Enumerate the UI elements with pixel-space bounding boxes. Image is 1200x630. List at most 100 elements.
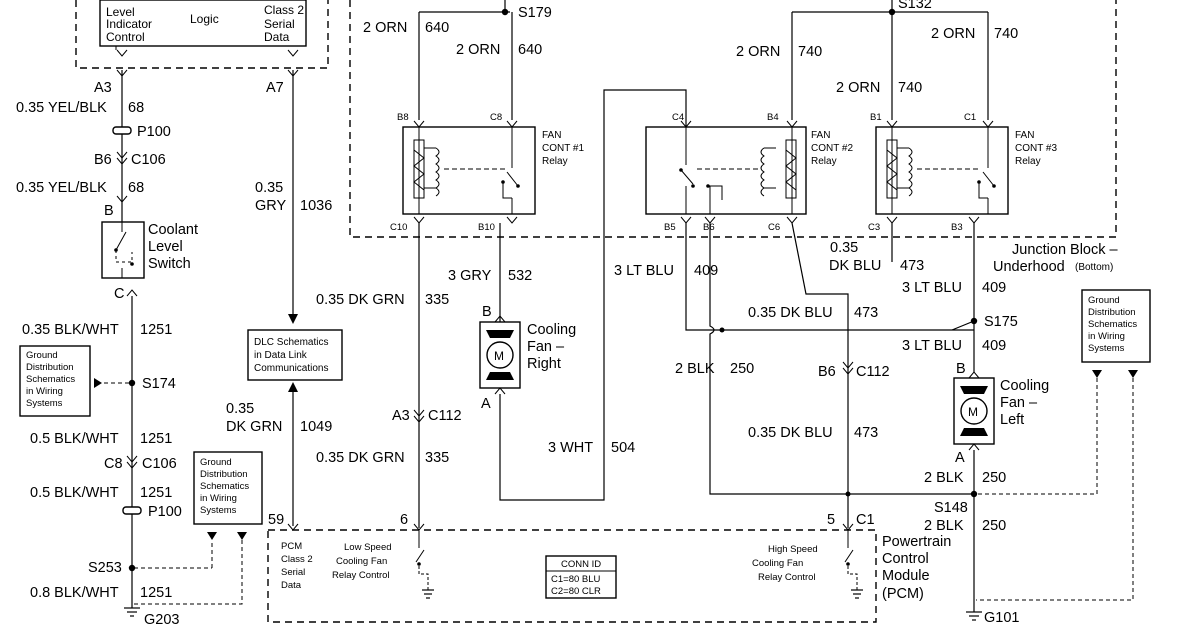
relay3-label-1: FAN [1015, 130, 1034, 141]
wire-740-b-label: 2 ORN [836, 80, 880, 96]
ecm-text-right-2: Serial [264, 17, 295, 31]
fan-left-pin-a: A [955, 450, 965, 466]
wire-740-a-label: 2 ORN [736, 44, 780, 60]
b6-label: B6 [94, 152, 112, 168]
c8-label: C8 [104, 456, 123, 472]
dlc-box-line-3: Communications [254, 363, 328, 374]
wire-250-a-circuit: 250 [730, 361, 754, 377]
relay3-label-3: Relay [1015, 156, 1041, 167]
fan-right-pin-b: B [482, 304, 492, 320]
g203-label: G203 [144, 612, 179, 628]
wire-250-relay2 [709, 223, 974, 495]
wire-335-b-circuit: 335 [425, 450, 449, 466]
cooling-fan-right-motor: M [479, 321, 521, 389]
relay2-label-1: FAN [811, 130, 830, 141]
pcm-low-speed-2: Cooling Fan [336, 556, 387, 567]
pcm-title-2: Control [882, 551, 929, 567]
wire-1036-color: GRY [255, 198, 286, 214]
relay1-pin-b8: B8 [397, 112, 409, 123]
relay1-label-3: Relay [542, 156, 568, 167]
coolant-switch-label-2: Level [148, 239, 183, 255]
relay1-pin-c10: C10 [390, 222, 407, 233]
fan-control-relay-1: B8 C8 C10 B10 FAN CONT #1 Relay [390, 112, 584, 233]
wire-68-upper-label: 0.35 YEL/BLK [16, 100, 107, 116]
wire-409-a-label: 3 LT BLU [614, 263, 674, 279]
pcm-class2-2: Class 2 [281, 554, 313, 565]
wire-409-a-circuit: 409 [694, 263, 718, 279]
pcm-class2-1: PCM [281, 541, 302, 552]
ecm-text-left-2: Indicator [106, 17, 152, 31]
wire-1251-c-circuit: 1251 [140, 485, 172, 501]
ecm-text-left-3: Control [106, 30, 145, 44]
conn-id-title: CONN ID [561, 559, 601, 570]
pcm-pin-59: 59 [268, 512, 284, 528]
relay2-label-3: Relay [811, 156, 837, 167]
relay3-pin-b1: B1 [870, 112, 882, 123]
wire-1251-a-circuit: 1251 [140, 322, 172, 338]
s174-splice [128, 379, 136, 387]
switch-pin-c: C [114, 286, 124, 302]
ground-ref-3-line-5: Systems [1088, 343, 1125, 354]
wire-640-b-label: 2 ORN [456, 42, 500, 58]
c112-b-label: C112 [856, 364, 890, 380]
low-speed-relay-driver [415, 530, 434, 599]
wire-250-b-label: 2 BLK [924, 470, 964, 486]
pcm-class2-4: Data [281, 580, 302, 591]
wire-473-b-circuit: 473 [854, 305, 878, 321]
ground-ref-2-line-4: in Wiring [200, 493, 237, 504]
relay2-label-2: CONT #2 [811, 143, 853, 154]
coolant-switch-label-1: Coolant [148, 222, 198, 238]
relay1-pin-c8: C8 [490, 112, 502, 123]
dlc-box-line-1: DLC Schematics [254, 337, 328, 348]
relay2-pin-c6: C6 [768, 222, 780, 233]
wire-1251-d-circuit: 1251 [140, 585, 172, 601]
pcm-title-3: Module [882, 568, 930, 584]
fan-right-label-2: Fan – [527, 339, 565, 355]
relay2-pin-c4: C4 [672, 112, 684, 123]
wire-409-relay2 [685, 223, 974, 331]
ground-ref-1-line-3: Schematics [26, 374, 75, 385]
relay3-pin-c1: C1 [964, 112, 976, 123]
switch-pin-b: B [104, 203, 114, 219]
wire-640-a-label: 2 ORN [363, 20, 407, 36]
fan-left-pin-b: B [956, 361, 966, 377]
wire-504-circuit: 504 [611, 440, 635, 456]
fan-left-label-1: Cooling [1000, 378, 1049, 394]
ground-ref-1-line-2: Distribution [26, 362, 74, 373]
pcm-pin-6: 6 [400, 512, 408, 528]
wire-1036-size: 0.35 [255, 180, 283, 196]
wire-1049-circuit: 1049 [300, 419, 332, 435]
pcm-title-1: Powertrain [882, 534, 951, 550]
relay2-pin-b5: B5 [664, 222, 676, 233]
fan-right-label-3: Right [527, 356, 561, 372]
relay3-pin-c3: C3 [868, 222, 880, 233]
relay1-label-2: CONT #1 [542, 143, 584, 154]
s174-label: S174 [142, 376, 176, 392]
high-speed-relay-driver [844, 530, 863, 599]
c106-label-b: C106 [142, 456, 177, 472]
s179-label: S179 [518, 5, 552, 21]
pin-a3-top: A3 [94, 80, 112, 96]
relay1-label-1: FAN [542, 130, 561, 141]
s253-label: S253 [88, 560, 122, 576]
coolant-switch-label-3: Switch [148, 256, 191, 272]
wire-1036-circuit: 1036 [300, 198, 332, 214]
wire-335-a-circuit: 335 [425, 292, 449, 308]
ecm-text-right-1: Class 2 [264, 3, 304, 17]
fan-right-label-1: Cooling [527, 322, 576, 338]
junction-block-outline [349, 0, 1117, 238]
relay1-pin-b10: B10 [478, 222, 495, 233]
ground-ref-3-line-1: Ground [1088, 295, 1120, 306]
wire-68-lower-circuit: 68 [128, 180, 144, 196]
pcm-title-4: (PCM) [882, 586, 924, 602]
wire-640-a-circuit: 640 [425, 20, 449, 36]
junction-block-title-1: Junction Block – [1012, 242, 1119, 258]
wire-532-label: 3 GRY [448, 268, 492, 284]
wire-409-b-label: 3 LT BLU [902, 280, 962, 296]
ground-ref-box-1 [19, 345, 91, 417]
ground-ref-3-line-2: Distribution [1088, 307, 1136, 318]
wire-1251-a-label: 0.35 BLK/WHT [22, 322, 119, 338]
g101-label: G101 [984, 610, 1019, 626]
c112-b6-label: B6 [818, 364, 836, 380]
wire-473-relay2 [791, 222, 849, 528]
